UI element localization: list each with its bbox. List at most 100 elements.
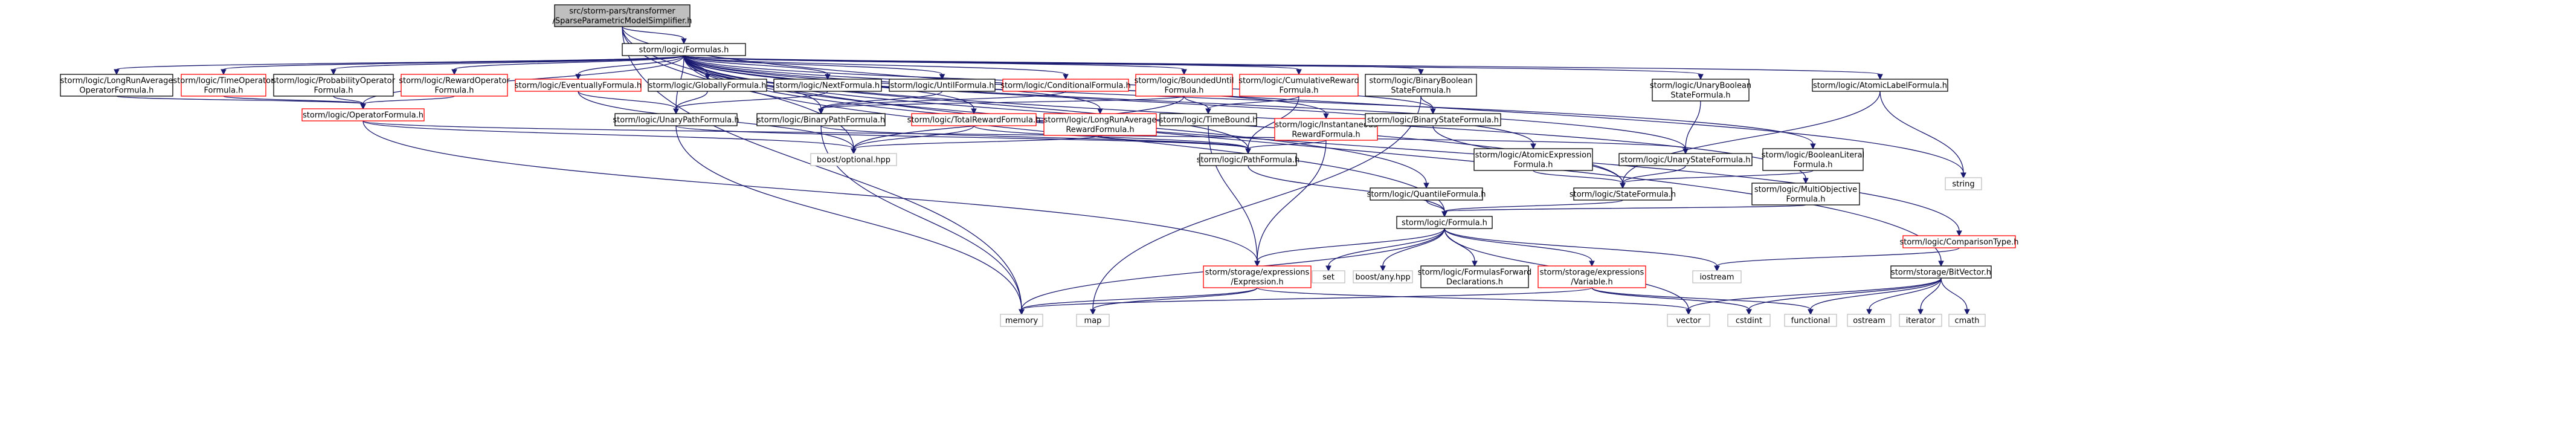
node-label: storm/logic/ComparisonType.h	[1899, 238, 2018, 247]
node-box	[554, 4, 691, 27]
node-ostream: ostream	[1847, 314, 1892, 327]
edge-formula-to-fwd-decl	[1444, 228, 1478, 267]
node-variable[interactable]: storm/storage/expressions/Variable.h	[1538, 265, 1646, 288]
edge-bitvector-to-cmath	[1940, 277, 1970, 316]
node-label: iostream	[1699, 273, 1734, 282]
node-label: RewardFormula.h	[1292, 131, 1360, 140]
node-label: storm/logic/Instantaneous	[1275, 121, 1377, 130]
node-unary-state[interactable]: storm/logic/UnaryStateFormula.h	[1618, 153, 1753, 166]
node-label: /Variable.h	[1571, 278, 1612, 287]
edge-variable-to-cstdint	[1591, 287, 1752, 316]
edge-bitvector-to-iterator	[1918, 277, 1942, 316]
edge-atomic-label-to-string	[1879, 91, 1966, 179]
node-until[interactable]: storm/logic/UntilFormula.h	[889, 79, 996, 92]
node-label: string	[1952, 180, 1974, 189]
node-conditional[interactable]: storm/logic/ConditionalFormula.h	[1000, 79, 1131, 92]
node-optional: boost/optional.hpp	[810, 153, 897, 166]
node-box	[1159, 113, 1257, 126]
node-box	[1899, 314, 1942, 327]
node-fwd-decl[interactable]: storm/logic/FormulasForwardDeclarations.…	[1418, 265, 1532, 288]
edge-atomic-expr-to-state	[1533, 170, 1626, 189]
node-functional: functional	[1784, 314, 1837, 327]
node-label: storm/logic/Formula.h	[1402, 219, 1487, 228]
node-quantile[interactable]: storm/logic/QuantileFormula.h	[1367, 187, 1486, 201]
edge-root-to-formulas	[622, 26, 687, 45]
node-label: storm/storage/expressions	[1540, 268, 1644, 277]
node-label: storm/logic/FormulasForward	[1418, 268, 1532, 277]
node-label: storm/logic/GloballyFormula.h	[649, 82, 767, 91]
node-label: StateFormula.h	[1670, 91, 1730, 100]
node-label: storm/logic/PathFormula.h	[1197, 156, 1299, 165]
node-globally[interactable]: storm/logic/GloballyFormula.h	[648, 79, 767, 92]
node-box	[1812, 79, 1948, 92]
node-cstdint: cstdint	[1727, 314, 1771, 327]
node-label: storm/logic/TimeOperator	[173, 77, 275, 86]
node-label: cmath	[1954, 317, 1979, 326]
node-cmath: cmath	[1948, 314, 1986, 327]
node-binary-state[interactable]: storm/logic/BinaryStateFormula.h	[1365, 113, 1501, 126]
node-label: storm/logic/StateFormula.h	[1570, 190, 1676, 199]
node-box	[756, 113, 886, 126]
node-label: ostream	[1853, 317, 1885, 326]
node-box	[401, 74, 508, 97]
node-expression[interactable]: storm/storage/expressions/Expression.h	[1203, 265, 1312, 288]
node-label: storm/logic/TimeBound.h	[1159, 116, 1258, 125]
edge-formulas-to-conditional	[683, 55, 1069, 80]
edge-bitvector-to-cstdint	[1746, 277, 1942, 316]
node-label: /SparseParametricModelSimplifier.h	[552, 17, 692, 26]
node-lra-reward[interactable]: storm/logic/LongRunAverageRewardFormula.…	[1043, 113, 1157, 136]
node-box	[1312, 270, 1345, 283]
node-label: boost/any.hpp	[1355, 273, 1410, 282]
node-label: storm/logic/ProbabilityOperator	[272, 77, 396, 86]
node-total-reward[interactable]: storm/logic/TotalRewardFormula.h	[907, 113, 1041, 126]
node-set: set	[1312, 270, 1345, 283]
node-atomic-label[interactable]: storm/logic/AtomicLabelFormula.h	[1812, 79, 1948, 92]
node-label: boost/optional.hpp	[817, 156, 890, 165]
node-label: storm/logic/LongRunAverage	[1044, 116, 1157, 125]
edge-multiobjective-to-formula	[1441, 204, 1806, 218]
edge-formulas-to-atomic-label	[683, 55, 1883, 80]
node-timebound[interactable]: storm/logic/TimeBound.h	[1159, 113, 1258, 126]
edge-globally-to-unary-path	[673, 91, 708, 115]
node-path[interactable]: storm/logic/PathFormula.h	[1197, 153, 1299, 166]
node-next[interactable]: storm/logic/NextFormula.h	[773, 79, 882, 92]
edge-binary-path-to-path	[820, 125, 1251, 155]
edge-bitvector-to-vector	[1686, 277, 1942, 316]
node-unary-path[interactable]: storm/logic/UnaryPathFormula.h	[613, 113, 739, 126]
edge-next-to-unary-path	[673, 91, 828, 115]
node-state[interactable]: storm/logic/StateFormula.h	[1570, 187, 1676, 201]
node-box	[614, 113, 738, 126]
node-box	[1239, 74, 1359, 97]
node-label: storm/logic/RewardOperator	[399, 77, 510, 86]
node-box	[1847, 314, 1892, 327]
node-binary-path[interactable]: storm/logic/BinaryPathFormula.h	[756, 113, 886, 126]
node-label: src/storm-pars/transformer	[569, 7, 675, 16]
edge-bounded-until-to-binary-path	[818, 95, 1185, 115]
node-eventually[interactable]: storm/logic/EventuallyFormula.h	[515, 79, 642, 92]
node-formula[interactable]: storm/logic/Formula.h	[1396, 216, 1493, 229]
node-box	[1902, 235, 2016, 248]
node-box	[1420, 265, 1529, 288]
node-label: functional	[1791, 317, 1831, 326]
edge-formulas-to-time-op	[221, 55, 684, 76]
node-formulas[interactable]: storm/logic/Formulas.h	[622, 43, 746, 56]
node-operator[interactable]: storm/logic/OperatorFormula.h	[301, 108, 425, 121]
edge-bitvector-to-ostream	[1866, 277, 1942, 316]
node-label: Formula.h	[204, 86, 243, 95]
edge-formulas-to-until	[683, 55, 945, 80]
node-comparison[interactable]: storm/logic/ComparisonType.h	[1899, 235, 2019, 248]
node-label: storm/logic/QuantileFormula.h	[1367, 190, 1486, 199]
node-bitvector[interactable]: storm/storage/BitVector.h	[1890, 265, 1992, 279]
node-lra-op[interactable]: storm/logic/LongRunAverageOperatorFormul…	[60, 74, 173, 97]
